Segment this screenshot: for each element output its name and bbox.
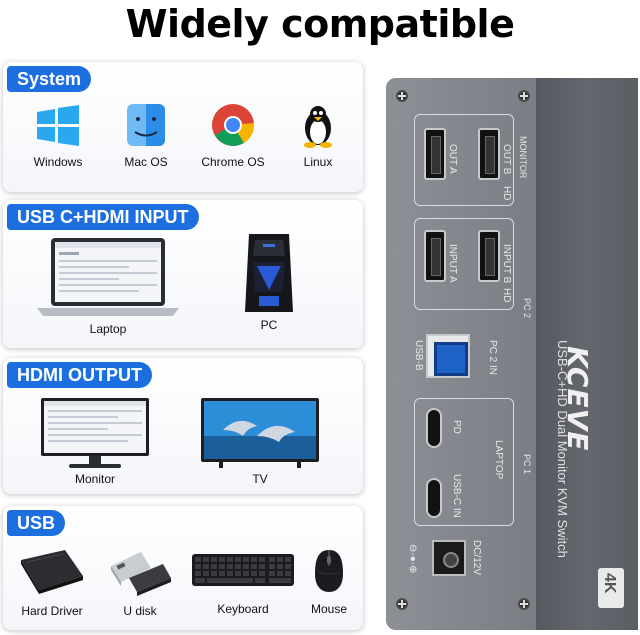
hdmi-out-a-port <box>424 128 446 180</box>
tv-label: TV <box>252 472 268 486</box>
monitor-label-device: MONITOR <box>518 136 528 179</box>
model-name: USB-C+HD Dual Monitor KVM Switch <box>555 340 570 558</box>
laptop-item: Laptop <box>37 236 179 342</box>
windows-item: Windows <box>33 102 83 182</box>
hdmi-input-frame <box>414 218 514 310</box>
hdmi-out-b-port <box>478 128 500 180</box>
hdmi-input-a-port <box>424 230 446 282</box>
dc-polarity-icon: ⊖-●-⊕ <box>407 544 418 574</box>
keyboard-item: Keyboard <box>191 550 295 626</box>
hard-driver-item: Hard Driver <box>17 546 87 626</box>
usb-panel: USB Hard Driver U disk <box>3 506 363 630</box>
usb-c-in-port <box>426 478 442 518</box>
windows-label: Windows <box>33 155 83 169</box>
output-tab: HDMI OUTPUT <box>7 362 152 388</box>
tv-icon <box>201 398 319 468</box>
dc-power-jack <box>432 540 466 576</box>
screw-icon <box>518 598 530 610</box>
screw-icon <box>396 598 408 610</box>
hdmi-output-frame <box>414 114 514 206</box>
pc-item: PC <box>239 232 299 342</box>
usb-drive-icon <box>111 552 171 596</box>
usb-b-port <box>426 334 470 378</box>
linux-label: Linux <box>303 155 333 169</box>
screw-icon <box>518 90 530 102</box>
hard-drive-icon <box>21 550 83 594</box>
input-tab: USB C+HDMI INPUT <box>7 204 199 230</box>
4k-badge: 4K <box>598 568 624 608</box>
dc-label: DC/12V <box>471 540 482 576</box>
tv-item: TV <box>199 396 321 490</box>
mouse-item: Mouse <box>309 548 349 626</box>
macos-label: Mac OS <box>124 155 168 169</box>
out-b-label: OUT B <box>501 144 512 175</box>
mouse-label: Mouse <box>310 602 348 616</box>
pc-label: PC <box>260 318 278 332</box>
screw-icon <box>396 90 408 102</box>
laptop-frame <box>414 398 514 526</box>
chrome-icon <box>212 104 255 146</box>
monitor-icon <box>41 398 149 468</box>
windows-icon <box>37 105 79 146</box>
usb-b-label: USB-B <box>413 340 424 371</box>
laptop-label: Laptop <box>89 322 127 336</box>
macos-item: Mac OS <box>121 102 171 182</box>
pc-tower-icon <box>245 234 293 312</box>
chromeos-label: Chrome OS <box>201 155 265 169</box>
usb-tab: USB <box>7 510 66 536</box>
keyboard-icon <box>192 554 294 586</box>
system-tab: System <box>7 66 92 92</box>
hd-in-label: HD <box>501 288 512 303</box>
hd-out-label: HD <box>501 186 512 201</box>
out-a-label: OUT A <box>447 144 458 174</box>
kvm-switch-device: OUT A OUT B HD MONITOR INPUT A INPUT B H… <box>386 78 638 630</box>
monitor-item: Monitor <box>39 396 151 490</box>
chromeos-item: Chrome OS <box>201 102 265 182</box>
output-panel: HDMI OUTPUT Monitor TV <box>3 358 363 494</box>
usbc-in-label: USB-C IN <box>451 474 462 518</box>
monitor-label: Monitor <box>74 472 115 486</box>
keyboard-label: Keyboard <box>217 602 269 616</box>
u-disk-label: U disk <box>123 604 157 618</box>
system-panel: System Windows Mac OS Chrome OS <box>3 62 363 192</box>
hard-driver-label: Hard Driver <box>21 604 83 618</box>
pc2-label: PC 2 <box>522 298 532 319</box>
pc2-in-label: PC 2 IN <box>487 340 498 376</box>
pd-label: PD <box>451 420 462 434</box>
u-disk-item: U disk <box>107 546 173 626</box>
page-title: Widely compatible <box>125 2 515 46</box>
laptop-icon <box>37 238 179 316</box>
pc1-label: PC 1 <box>522 454 532 475</box>
tux-icon <box>304 106 332 148</box>
mouse-icon <box>315 550 343 592</box>
laptop-label-device: LAPTOP <box>493 440 504 480</box>
usb-c-pd-port <box>426 408 442 448</box>
input-b-label: INPUT B <box>501 244 512 284</box>
input-panel: USB C+HDMI INPUT Laptop PC <box>3 200 363 348</box>
input-a-label: INPUT A <box>447 244 458 283</box>
device-side <box>536 78 638 630</box>
linux-item: Linux <box>293 102 343 182</box>
finder-icon <box>127 104 165 146</box>
hdmi-input-b-port <box>478 230 500 282</box>
